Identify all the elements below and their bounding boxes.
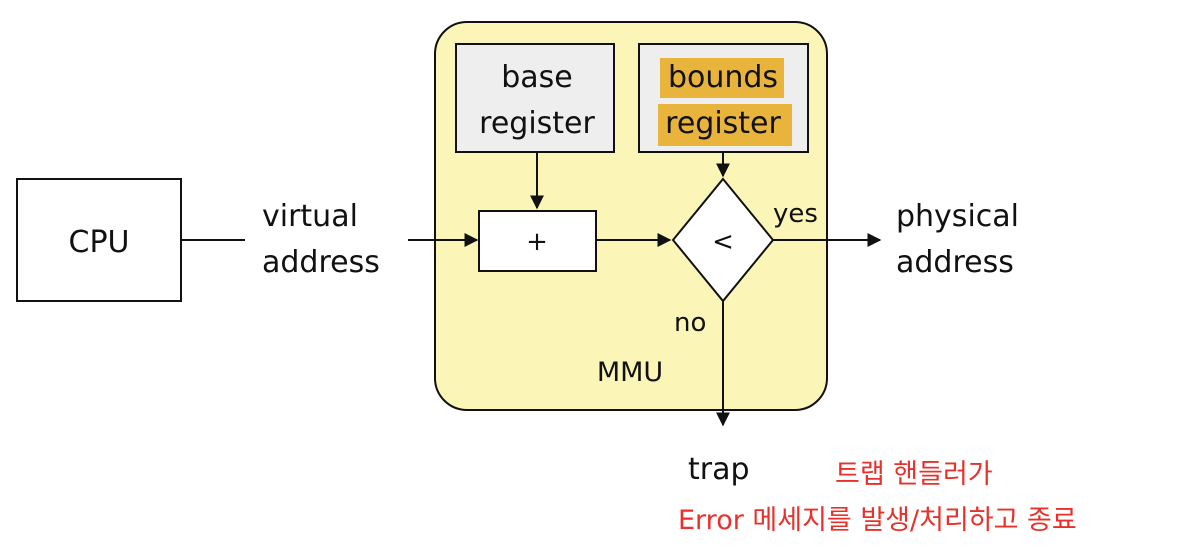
adder-box [478,210,597,272]
bounds-highlight-1 [660,58,784,98]
adder-symbol: + [526,227,548,257]
bounds-register-line1: bounds [668,60,778,95]
mmu-label: MMU [597,357,663,388]
physical-address-line1: physical [896,199,1019,234]
bounds-highlight-2 [658,104,792,146]
virtual-address-line1: virtual [262,199,358,234]
cpu-box [16,178,182,302]
physical-address-line2: address [896,245,1014,280]
comparator-symbol: < [712,227,734,257]
base-register-line1: base [501,60,573,95]
no-label: no [674,308,706,338]
yes-label: yes [773,199,818,229]
note-line1: 트랩 핸들러가 [835,459,993,490]
bounds-register-line2: register [665,106,781,141]
base-register-box [455,43,615,153]
base-register-line2: register [479,106,595,141]
virtual-address-line2: address [262,245,380,280]
cpu-label: CPU [69,225,130,260]
trap-label: trap [688,452,750,487]
note-line2: Error 메세지를 발생/처리하고 종료 [678,505,1077,536]
